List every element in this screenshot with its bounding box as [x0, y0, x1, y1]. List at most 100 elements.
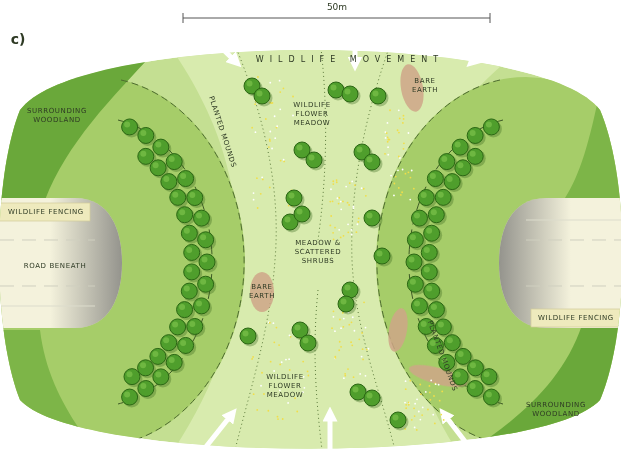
flower-dot [365, 327, 367, 329]
mound-edge [377, 80, 500, 444]
tree-highlight [414, 300, 420, 306]
mound-edge [118, 120, 212, 404]
flower-dot [416, 398, 418, 400]
tree [166, 154, 182, 170]
flower-dot [349, 182, 351, 184]
tree [150, 160, 166, 176]
flower-dot [332, 232, 334, 234]
flower-dot [397, 169, 399, 171]
tree-highlight [140, 151, 146, 157]
tree [181, 225, 197, 241]
flower-dot [303, 387, 305, 389]
flower-dot [358, 338, 360, 340]
flower-dot [429, 385, 431, 387]
tree-highlight [200, 279, 206, 285]
tree [122, 119, 138, 135]
flower-dot [387, 137, 389, 139]
flower-dot [420, 393, 422, 395]
flower-dot [398, 132, 400, 134]
flower-dot [292, 96, 294, 98]
flower-dot [262, 178, 264, 180]
flower-dot [302, 361, 304, 363]
tree [421, 264, 437, 280]
flower-dot [362, 348, 364, 350]
tree-highlight [196, 300, 202, 306]
tree [286, 190, 302, 206]
flower-dot [336, 181, 338, 183]
tree [178, 171, 194, 187]
flower-dot [385, 137, 387, 139]
flower-dot [260, 193, 262, 195]
tree-highlight [424, 266, 430, 272]
flower-dot [439, 400, 441, 402]
flower-dot [398, 109, 400, 111]
flower-dot [421, 414, 423, 416]
flower-dot [399, 117, 401, 119]
flower-dot [408, 402, 410, 404]
flower-dot [411, 170, 413, 172]
tree-highlight [186, 266, 192, 272]
tree [364, 210, 380, 226]
flower-dot [403, 148, 405, 150]
tree [153, 369, 169, 385]
tree-highlight [124, 392, 130, 398]
flower-dot [257, 207, 259, 209]
flower-dot [408, 171, 410, 173]
flower-dot [283, 160, 285, 162]
flower-dot [338, 349, 340, 351]
tree-highlight [184, 228, 190, 234]
flower-dot [438, 384, 440, 386]
flower-dot [347, 202, 349, 204]
flower-dot [279, 364, 281, 366]
tree [294, 206, 310, 222]
flower-dot [422, 407, 424, 409]
tree-highlight [353, 387, 359, 393]
area-label: BARE EARTH [407, 77, 443, 95]
flower-dot [283, 159, 285, 161]
tree-highlight [447, 337, 453, 343]
flower-dot [268, 146, 270, 148]
tree-highlight [373, 91, 379, 97]
flower-dot [269, 131, 271, 133]
tree [170, 189, 186, 205]
tree-highlight [140, 130, 146, 136]
tree [411, 298, 427, 314]
tree [444, 174, 460, 190]
flower-dot [414, 415, 416, 417]
tree-highlight [486, 392, 492, 398]
flower-dot [253, 393, 255, 395]
tree [138, 381, 154, 397]
flower-dot [351, 229, 353, 231]
flower-dot [334, 227, 336, 229]
tree [418, 190, 434, 206]
flower-dot [344, 373, 346, 375]
tree-highlight [410, 279, 416, 285]
flower-dot [393, 183, 395, 185]
area-label: WILDLIFE FLOWER MEADOW [283, 101, 341, 127]
flower-dot [441, 391, 443, 393]
flower-dot [277, 416, 279, 418]
flower-dot [278, 344, 280, 346]
flower-dot [389, 109, 391, 111]
flower-dot [398, 187, 400, 189]
flower-dot [261, 372, 263, 374]
flower-dot [402, 122, 404, 124]
tree [161, 335, 177, 351]
tree [427, 171, 443, 187]
tree-highlight [247, 81, 253, 87]
flower-dot [363, 301, 365, 303]
tree-highlight [297, 145, 303, 151]
tree [199, 254, 215, 270]
tree [421, 244, 437, 260]
tree [467, 148, 483, 164]
flower-dot [390, 175, 392, 177]
tree-highlight [377, 251, 383, 257]
flower-dot [337, 197, 339, 199]
flower-dot [419, 419, 421, 421]
tree [452, 139, 468, 155]
flower-dot [331, 327, 333, 329]
flower-dot [357, 223, 359, 225]
flower-dot [409, 199, 411, 201]
